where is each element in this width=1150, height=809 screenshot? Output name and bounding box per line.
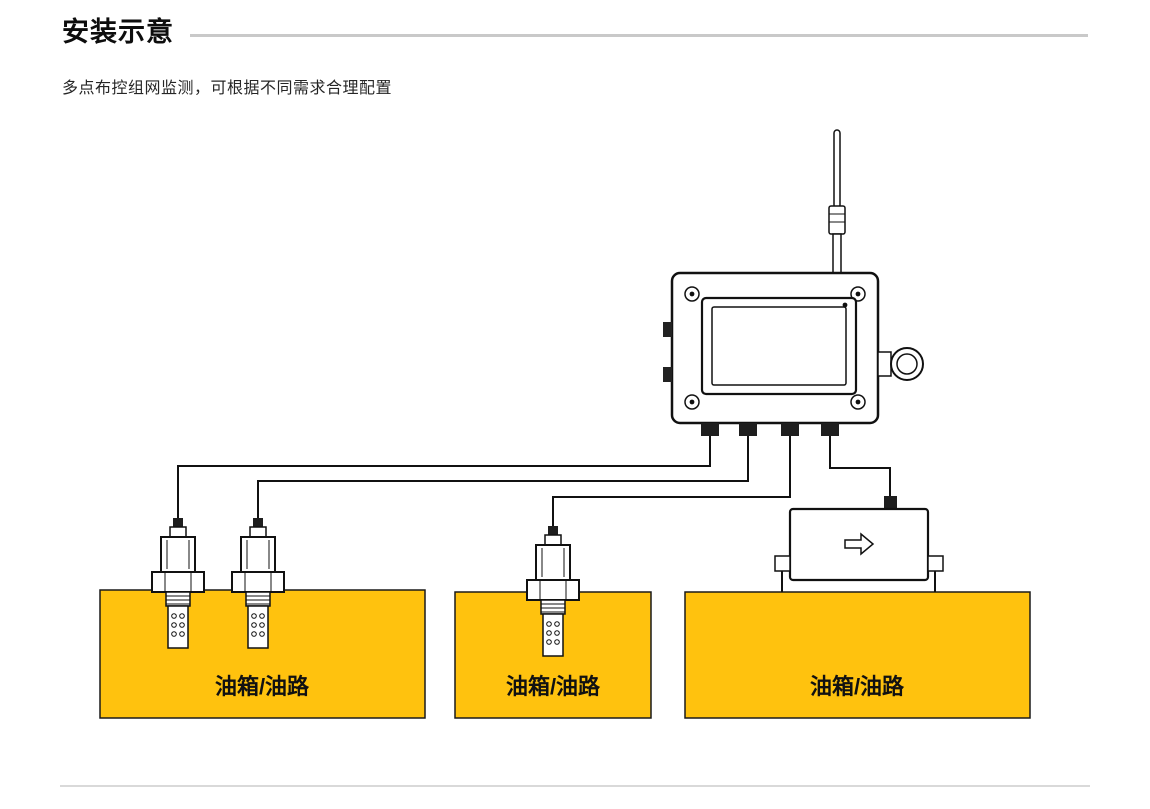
antenna [828,129,846,275]
port-2 [739,423,757,436]
tank-2-label: 油箱/油路 [506,674,601,699]
title-underline [190,34,1088,38]
left-tab-bottom [663,367,672,382]
antenna-joint [828,205,846,235]
port-1 [701,423,719,436]
device-screen [700,296,858,396]
flow-meter-left-fitting [774,555,791,572]
cable-2 [257,436,749,518]
bottom-divider [60,785,1090,787]
sensor-cables [177,436,891,526]
section-header: 安装示意 [62,17,1088,48]
antenna-rod [833,129,841,209]
monitor-device [663,271,924,436]
page-subtitle: 多点布控组网监测，可根据不同需求合理配置 [62,80,393,97]
output-ports [701,423,839,436]
flow-direction-arrow-icon [844,532,875,556]
left-tab-top [663,322,672,337]
flow-meter-right-fitting [927,555,944,572]
page-title: 安装示意 [62,17,174,47]
tank-1-label: 油箱/油路 [215,674,310,699]
flow-meter [774,496,944,592]
cable-gland [877,347,924,381]
port-3 [781,423,799,436]
antenna-stem [832,233,842,275]
flow-meter-cable-port [884,496,897,509]
port-4 [821,423,839,436]
cable-3 [552,436,791,526]
tank-3 [684,591,1031,719]
cable-4 [829,436,891,497]
indicator-led [842,302,848,308]
tank-3-label: 油箱/油路 [810,674,905,699]
corner-screws [684,286,866,410]
cable-1 [177,436,711,518]
